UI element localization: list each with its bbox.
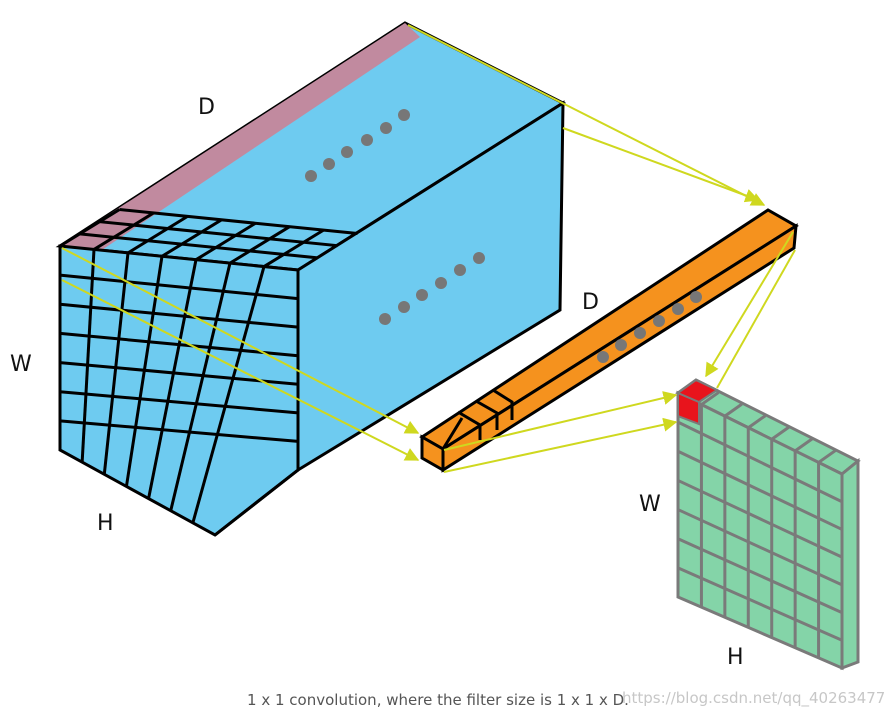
input-volume (55, 21, 567, 537)
output-feature-map (675, 378, 861, 671)
arrow-filter-to-output-a (443, 391, 678, 451)
output-highlight-cell-top (675, 378, 720, 404)
filter-segment-lines (441, 388, 514, 450)
input-depth-dots-top (305, 109, 410, 182)
output-height-label: H (727, 645, 744, 670)
filter-depth-label: D (582, 290, 599, 315)
input-front-face (58, 244, 300, 537)
arrow-input-to-filter-mid (562, 127, 760, 203)
caption-text: 1 x 1 convolution, where the filter size… (247, 691, 629, 709)
arrow-filter-to-output-d (716, 249, 796, 389)
figure-caption: 1 x 1 convolution, where the filter size… (0, 690, 876, 712)
filter-front-face (420, 434, 445, 473)
arrow-filter-to-output-b (443, 417, 678, 473)
input-depth-label: D (198, 95, 215, 120)
output-width-label: W (639, 492, 661, 517)
output-grid (677, 391, 843, 658)
input-front-grid (59, 249, 299, 537)
input-depth-column-highlight (60, 23, 420, 262)
projection-arrows (61, 24, 796, 473)
input-height-label: H (97, 511, 114, 536)
input-depth-dots-side (379, 252, 485, 325)
arrow-input-to-filter-front-b (61, 279, 420, 461)
filter-depth-dots (597, 291, 702, 363)
input-width-label: W (10, 352, 32, 377)
arrow-input-to-filter-front-a (61, 247, 420, 434)
input-top-grid (59, 208, 358, 268)
output-front-face (676, 390, 844, 671)
arrow-input-to-filter-top (407, 24, 766, 206)
filter-column (419, 208, 799, 473)
watermark: https://blog.csdn.net/qq_40263477 (622, 689, 885, 707)
arrow-filter-to-output-c (705, 231, 794, 378)
output-side-face (840, 457, 860, 671)
